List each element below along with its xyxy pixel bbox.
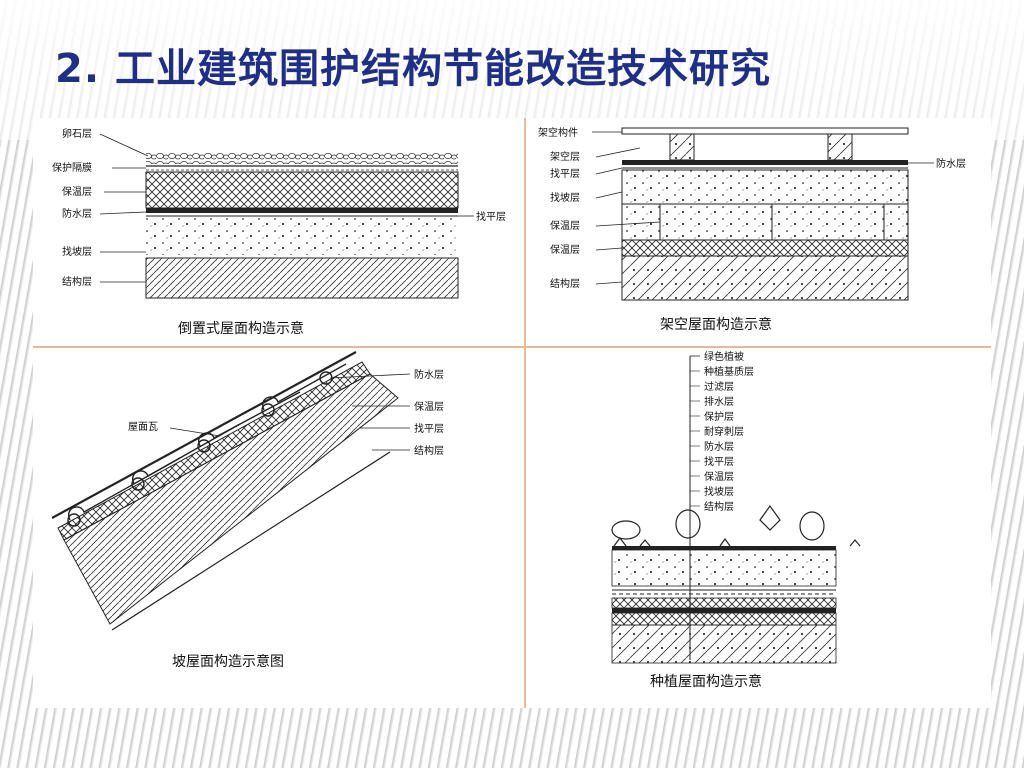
d4-label-5: 耐穿刺层 [704,425,744,438]
d4-label-10: 结构层 [704,500,734,513]
d2-label-1: 架空层 [550,150,580,163]
caption-sloped-roof: 坡屋面构造示意图 [172,654,284,670]
d1-label-5: 结构层 [62,275,92,288]
insulation-layer [145,171,459,209]
slide-title: 2. 工业建筑围护结构节能改造技术研究 [55,46,771,92]
d3-label-2: 找平层 [414,422,444,435]
vegetation-base [612,546,836,550]
d3-label-0: 防水层 [414,368,444,381]
raised-waterproof [622,160,908,165]
d4-label-6: 防水层 [704,440,734,453]
raised-slope-layer [621,169,909,205]
d2-label-4: 保温层 [550,219,580,232]
inverted-roof-diagram [99,133,474,299]
d1-label-4: 找坡层 [62,245,92,258]
drainage-layer [611,597,837,609]
sloped-roof-diagram [51,351,411,631]
d3-label-3: 结构层 [414,444,444,457]
d1-label-0: 卵石层 [62,128,92,140]
d4-label-3: 排水层 [704,395,734,408]
d4-label-8: 保温层 [704,470,734,483]
raised-roof-diagram [592,127,934,301]
caption-inverted-roof: 倒置式屋面构造示意 [178,321,304,337]
d4-label-9: 找坡层 [704,485,734,498]
horizontal-divider [33,346,991,348]
d4-label-2: 过滤层 [704,380,734,393]
structure-layer [145,257,459,299]
d2-label-5: 保温层 [550,243,580,256]
d2-label-3: 找坡层 [550,191,580,204]
support-pier-left [669,133,695,161]
vegetation [611,504,861,547]
d3-left-label: 屋面瓦 [128,421,158,433]
planting-medium [611,549,837,587]
d4-label-4: 保护层 [704,410,734,423]
caption-planted-roof: 种植屋面构造示意 [650,674,762,690]
support-pier-right [827,133,853,161]
raised-insulation-2 [621,239,909,257]
d1-label-2: 保温层 [62,185,92,198]
sloped-insulation [57,361,371,541]
d2-label-2: 找平层 [550,167,580,180]
planted-roof-diagram [611,355,861,664]
raised-insulation-layer [621,203,909,241]
vertical-divider [524,118,526,708]
raised-structure-layer [621,255,909,301]
d2-label-0: 架空构件 [538,126,578,139]
raised-slab [621,127,909,135]
d4-label-1: 种植基质层 [704,365,754,378]
d1-label-1: 保护隔膜 [52,161,92,174]
d4-label-0: 绿色植被 [704,350,744,363]
d2-label-6: 结构层 [550,277,580,290]
slope-layer [146,217,458,255]
d4-label-7: 找平层 [704,455,734,468]
caption-raised-roof: 架空屋面构造示意 [660,317,772,333]
d1-label-3: 防水层 [62,207,92,220]
d2-right-label: 防水层 [936,157,966,170]
planted-insulation [611,612,837,626]
d3-label-1: 保温层 [414,400,444,413]
background-fade [0,0,1024,140]
d1-right-label: 找平层 [476,210,506,223]
pebble-layer [146,152,458,164]
waterproof-layer [146,208,458,213]
planted-waterproof [612,608,836,613]
planted-structure [611,624,837,664]
